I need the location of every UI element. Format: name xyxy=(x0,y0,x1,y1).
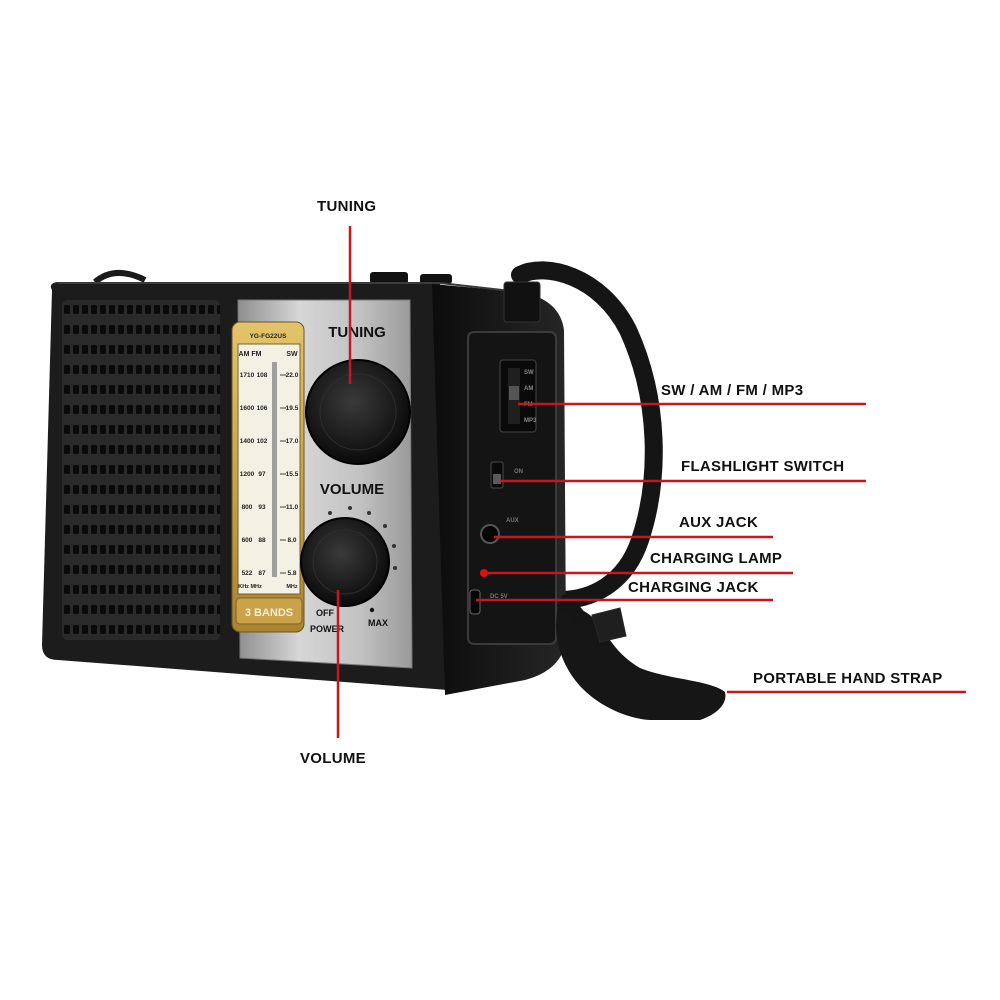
band-mode-label: AM xyxy=(524,386,533,392)
volume-callout-label: VOLUME xyxy=(300,750,366,767)
dial-sw-value: 15.5 xyxy=(286,471,299,478)
max-label: MAX xyxy=(368,618,388,628)
dial-header-right: SW xyxy=(286,351,298,358)
tuning-callout-label: TUNING xyxy=(317,198,377,215)
dial-header-left: AM FM xyxy=(239,351,262,358)
dial-fm-value: 108 xyxy=(257,372,268,379)
flashlight-on-label: ON xyxy=(514,469,523,475)
band-switch-callout-label: SW / AM / FM / MP3 xyxy=(661,382,804,399)
dial-sw-value: 5.8 xyxy=(287,570,296,577)
dial-footer-left: KHz MHz xyxy=(238,584,262,590)
aux-jack-callout-label: AUX JACK xyxy=(679,514,759,531)
dial-am-value: 1710 xyxy=(240,372,255,379)
dial-am-value: 1200 xyxy=(240,471,255,478)
speaker-grille xyxy=(62,300,220,640)
band-mode-label: SW xyxy=(524,370,534,376)
dial-footer-right: MHz xyxy=(286,584,298,590)
dial-sw-value: 17.0 xyxy=(286,438,299,445)
dial-fm-value: 87 xyxy=(258,570,266,577)
tuning-plate-label: TUNING xyxy=(328,324,386,341)
charging-jack[interactable] xyxy=(469,589,481,615)
charging-lamp-callout-label: CHARGING LAMP xyxy=(650,550,783,567)
bands-badge: 3 BANDS xyxy=(245,607,293,619)
power-label: POWER xyxy=(310,624,345,634)
dial-fm-value: 97 xyxy=(258,471,266,478)
off-label: OFF xyxy=(316,608,334,618)
dial-fm-value: 102 xyxy=(257,438,268,445)
dial-fm-value: 93 xyxy=(258,504,266,511)
dial-sw-value: 8.0 xyxy=(287,537,296,544)
tuning-knob[interactable] xyxy=(305,359,411,465)
volume-knob[interactable] xyxy=(300,517,390,607)
dial-am-value: 1400 xyxy=(240,438,255,445)
charging-jack-callout-label: CHARGING JACK xyxy=(628,579,759,596)
dial-am-value: 1600 xyxy=(240,405,255,412)
hand-strap-top xyxy=(511,261,663,609)
dial-am-value: 800 xyxy=(242,504,253,511)
aux-label: AUX xyxy=(506,518,519,524)
aux-jack[interactable] xyxy=(480,524,500,544)
dial-sw-value: 11.0 xyxy=(286,504,299,511)
model-number: YG-FG22US xyxy=(250,333,288,340)
dial-sw-value: 19.5 xyxy=(286,405,299,412)
dial-fm-value: 88 xyxy=(258,537,266,544)
hand-strap-callout-label: PORTABLE HAND STRAP xyxy=(753,670,943,687)
band-mode-label: MP3 xyxy=(524,418,537,424)
volume-plate-label: VOLUME xyxy=(320,481,384,498)
dc-label: DC 5V xyxy=(490,594,508,600)
dial-sw-value: 22.0 xyxy=(286,372,299,379)
dial-am-value: 522 xyxy=(242,570,253,577)
callout-lines xyxy=(336,226,966,738)
flashlight-switch-callout-label: FLASHLIGHT SWITCH xyxy=(681,458,845,475)
dial-am-value: 600 xyxy=(242,537,253,544)
dial-fm-value: 106 xyxy=(257,405,268,412)
